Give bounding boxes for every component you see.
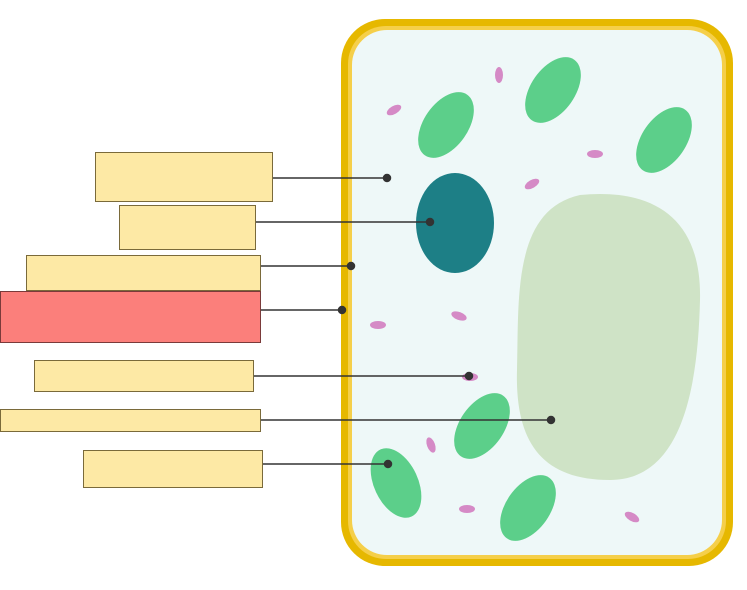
chloroplast: [418, 92, 474, 158]
chloroplast: [636, 107, 692, 173]
chloroplast: [454, 393, 510, 459]
central-vacuole: [516, 193, 701, 480]
small-organelle: [624, 511, 640, 523]
leader-lines: [254, 173, 556, 469]
nucleus: [416, 173, 494, 273]
label-box-0[interactable]: [95, 152, 273, 202]
small-organelle: [587, 150, 603, 158]
label-box-2[interactable]: [26, 255, 261, 291]
label-box-4[interactable]: [34, 360, 254, 392]
label-box-1[interactable]: [119, 205, 256, 250]
label-box-6[interactable]: [83, 450, 263, 488]
small-organelle: [495, 67, 503, 83]
chloroplast: [370, 448, 422, 518]
small-organelles: [370, 67, 640, 523]
small-organelle: [386, 104, 402, 116]
leader-dot-1: [425, 217, 435, 227]
small-organelle: [451, 311, 467, 321]
small-organelle: [426, 437, 436, 453]
leader-dot-0: [382, 173, 392, 183]
chloroplast: [525, 57, 581, 123]
leader-dot-4: [464, 371, 474, 381]
leader-dot-3: [337, 305, 347, 315]
label-box-5[interactable]: [0, 409, 261, 432]
leader-dot-6: [383, 459, 393, 469]
leader-dot-5: [546, 415, 556, 425]
chloroplast: [500, 475, 556, 541]
small-organelle: [370, 321, 386, 329]
label-box-3-selected[interactable]: [0, 291, 261, 343]
chloroplasts: [370, 57, 692, 541]
leader-dot-2: [346, 261, 356, 271]
small-organelle: [459, 505, 475, 513]
small-organelle: [524, 178, 540, 190]
